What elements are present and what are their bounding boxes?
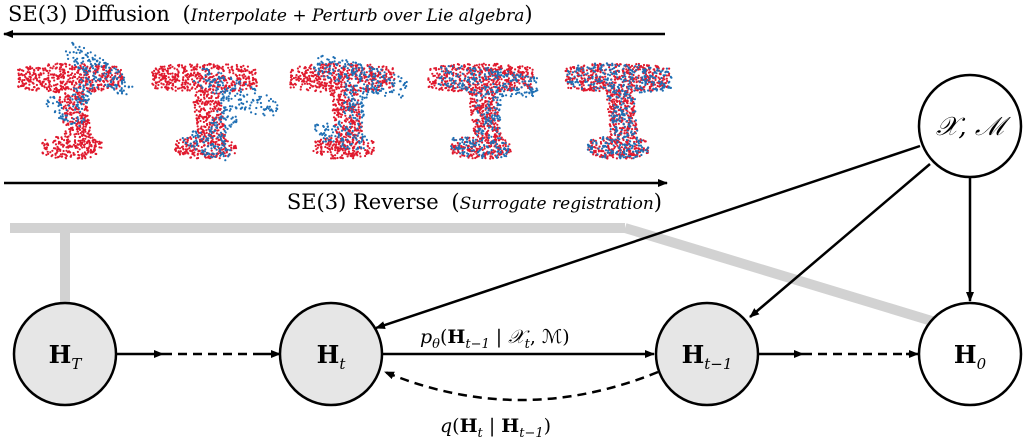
node-X-M: 𝒳, ℳ <box>917 73 1023 179</box>
reverse-subtitle: Surrogate registration <box>460 194 654 214</box>
diffusion-subtitle: Interpolate + Perturb over Lie algebra <box>190 6 525 26</box>
edge-XM-to-Ht1 <box>749 163 931 318</box>
diffusion-title: SE(3) Diffusion <box>8 2 170 26</box>
point-cloud-1 <box>17 41 134 160</box>
node-H-T-base: H <box>49 340 72 369</box>
edges <box>117 144 974 402</box>
point-cloud-4 <box>427 62 539 160</box>
reverse-header: SE(3) Reverse (Surrogate registration) <box>4 179 668 214</box>
diffusion-paren-close: ) <box>524 2 532 26</box>
node-X-M-label: 𝒳, ℳ <box>936 112 1011 142</box>
node-H-t-sub: t <box>339 355 346 373</box>
diffusion-paren-open: ( <box>182 2 190 26</box>
node-H-0: H0 <box>917 301 1023 407</box>
diffusion-header: SE(3) Diffusion (Interpolate + Perturb o… <box>3 2 665 38</box>
point-cloud-2 <box>151 62 279 162</box>
p-theta-label: pθ(Ht−1 | 𝒳t, ℳ) <box>420 326 570 352</box>
point-cloud-3 <box>289 54 408 160</box>
point-cloud-5 <box>564 62 673 160</box>
background-bands <box>10 223 947 330</box>
node-H-0-base: H <box>954 340 977 369</box>
node-H-0-sub: 0 <box>977 355 987 373</box>
node-H-T-sub: T <box>71 355 82 373</box>
node-H-T: HT <box>12 301 118 407</box>
point-cloud-strip <box>17 41 673 162</box>
reverse-title: SE(3) Reverse <box>287 190 439 214</box>
reverse-paren-close: ) <box>654 190 662 214</box>
q-label: q(Ht | Ht−1) <box>440 415 551 439</box>
edge-XM-to-Ht <box>375 144 921 330</box>
node-H-t: Ht <box>278 301 384 407</box>
node-H-t-minus-1: Ht−1 <box>654 301 760 407</box>
edge-q-dashed-curve <box>384 370 659 402</box>
node-H-t-minus-1-sub: t−1 <box>704 355 732 373</box>
edge-labels: pθ(Ht−1 | 𝒳t, ℳ) q(Ht | Ht−1) <box>420 326 570 439</box>
reverse-paren-open: ( <box>451 190 459 214</box>
svg-text:SE(3) Diffusion (Interpo: SE(3) Diffusion (Interpolate + Perturb o… <box>8 2 533 26</box>
node-H-t-base: H <box>317 340 340 369</box>
node-H-t-minus-1-base: H <box>682 340 705 369</box>
